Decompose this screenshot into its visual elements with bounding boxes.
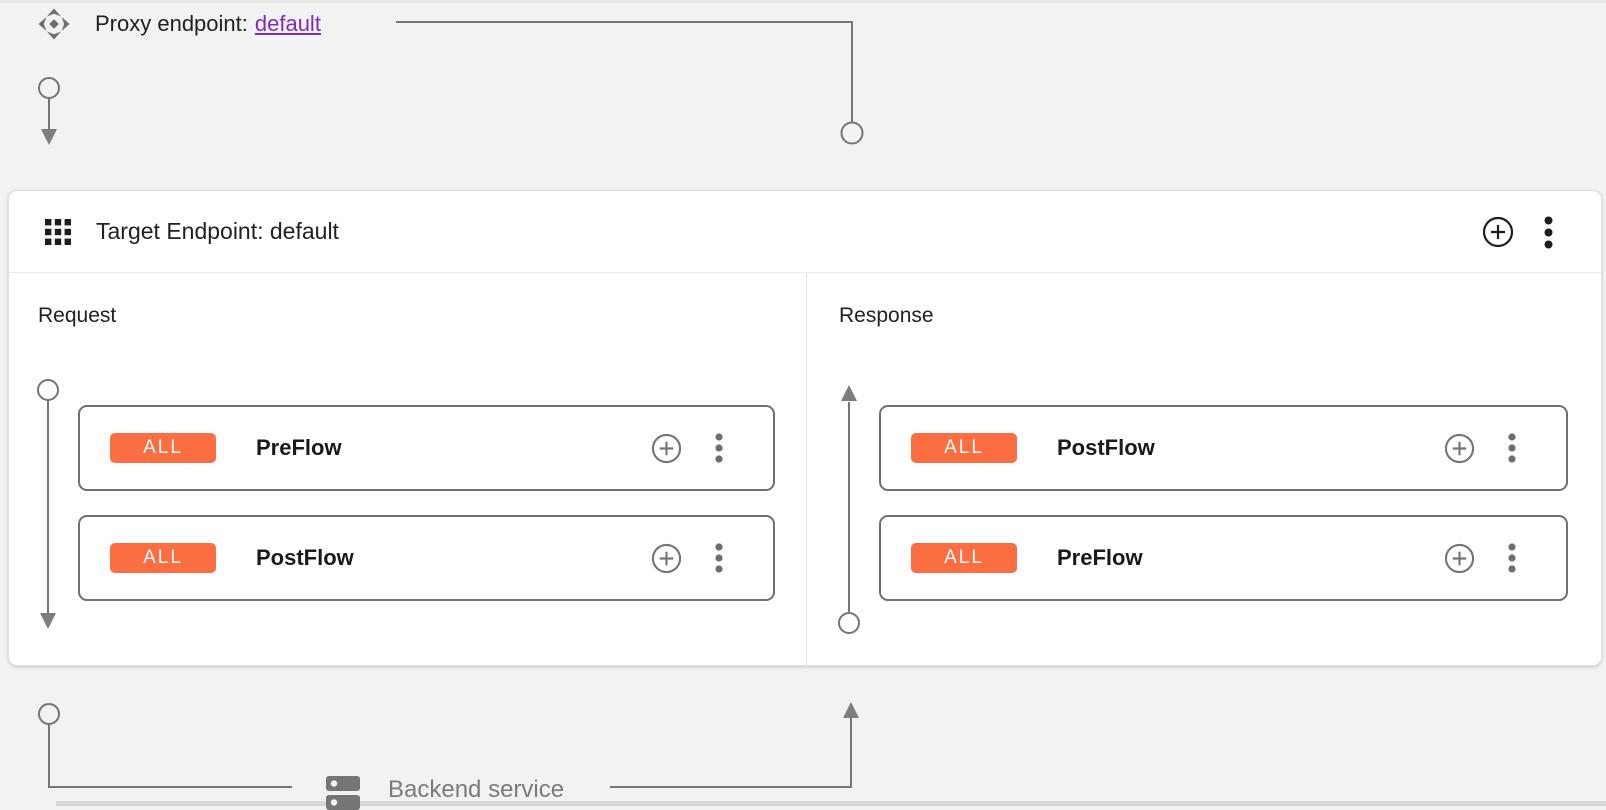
flow-card-response-postflow[interactable]: ALL PostFlow [879, 405, 1568, 491]
flow-name: PostFlow [1057, 435, 1155, 460]
flow-card-request-postflow[interactable]: ALL PostFlow [78, 515, 775, 601]
flow-name: PreFlow [1057, 545, 1143, 570]
proxy-endpoint-icon [38, 8, 70, 40]
proxy-endpoint-label: Proxy endpoint: [95, 11, 248, 36]
request-to-backend-connector [48, 724, 292, 788]
request-response-divider [806, 273, 807, 667]
flow-card-request-preflow[interactable]: ALL PreFlow [78, 405, 775, 491]
connector-node-circle [38, 77, 60, 99]
flow-verb-badge: ALL [110, 433, 216, 463]
flow-name: PreFlow [256, 435, 342, 460]
more-vert-icon [715, 543, 723, 573]
arrow-up-icon [843, 702, 859, 718]
horizontal-scrollbar[interactable] [56, 801, 1606, 806]
flow-menu-button[interactable] [715, 543, 723, 573]
proxy-to-target-connector [396, 21, 853, 122]
backend-service-label: Backend service [388, 776, 565, 803]
backend-service: Backend service [326, 776, 564, 810]
flow-name: PostFlow [256, 545, 354, 570]
response-panel-title: Response [839, 304, 934, 327]
flow-menu-button[interactable] [715, 433, 723, 463]
add-circle-icon [651, 433, 682, 463]
more-vert-icon [1544, 216, 1553, 248]
add-circle-icon [1444, 433, 1475, 463]
add-policy-button[interactable] [651, 543, 682, 574]
add-circle-icon [651, 543, 682, 573]
backend-to-response-connector [610, 718, 852, 788]
arrow-down-icon [41, 129, 57, 145]
target-endpoint-actions [1482, 191, 1553, 273]
request-panel-title: Request [38, 304, 117, 327]
add-policy-button[interactable] [651, 433, 682, 464]
flow-verb-badge: ALL [911, 433, 1017, 463]
add-circle-icon [1482, 216, 1514, 248]
flow-menu-button[interactable] [1508, 433, 1516, 463]
proxy-endpoint-link[interactable]: default [254, 11, 321, 36]
flow-menu-button[interactable] [1508, 543, 1516, 573]
target-endpoint-menu-button[interactable] [1544, 216, 1553, 249]
dns-server-icon [326, 776, 360, 810]
proxy-endpoint-row: Proxy endpoint: default [38, 8, 321, 40]
connector-node-circle [38, 703, 60, 725]
add-circle-icon [1444, 543, 1475, 573]
more-vert-icon [1508, 543, 1516, 573]
flow-verb-badge: ALL [110, 543, 216, 573]
add-policy-button[interactable] [1444, 433, 1475, 464]
target-endpoint-header: Target Endpoint: default [9, 191, 1601, 273]
grid-icon [45, 218, 71, 245]
target-endpoint-title: Target Endpoint: default [96, 218, 339, 244]
flow-verb-badge: ALL [911, 543, 1017, 573]
connector-node-circle [840, 121, 864, 145]
flow-card-response-preflow[interactable]: ALL PreFlow [879, 515, 1568, 601]
target-endpoint-card: Target Endpoint: default Request Respons… [8, 190, 1602, 667]
more-vert-icon [715, 433, 723, 463]
more-vert-icon [1508, 433, 1516, 463]
add-policy-button[interactable] [1444, 543, 1475, 574]
add-flow-button[interactable] [1482, 216, 1514, 248]
top-edge-divider [0, 0, 1606, 3]
